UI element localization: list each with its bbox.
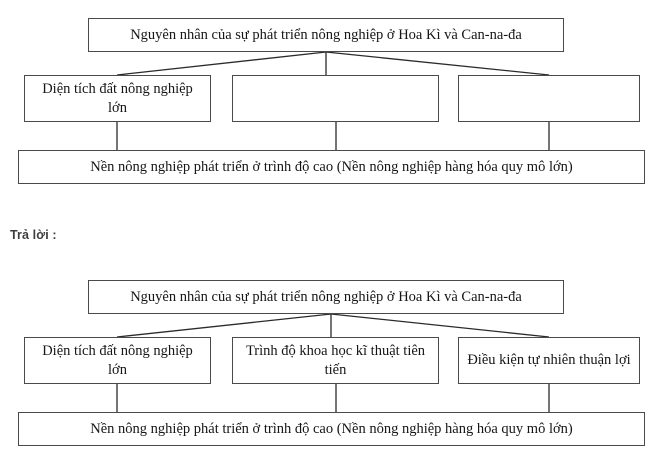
answer-label: Trả lời :	[10, 228, 57, 242]
exercise-diagram: Nguyên nhân của sự phát triển nông nghiệ…	[0, 0, 661, 200]
answer-title-box: Nguyên nhân của sự phát triển nông nghiệ…	[88, 280, 564, 314]
answer-diagram: Nguyên nhân của sự phát triển nông nghiệ…	[0, 262, 661, 462]
answer-cause-box-1: Diện tích đất nông nghiệp lớn	[24, 337, 211, 384]
exercise-title-box: Nguyên nhân của sự phát triển nông nghiệ…	[88, 18, 564, 52]
exercise-cause-box-3[interactable]	[458, 75, 640, 122]
answer-cause-box-2: Trình độ khoa học kĩ thuật tiên tiến	[232, 337, 439, 384]
answer-cause-box-3: Điều kiện tự nhiên thuận lợi	[458, 337, 640, 384]
answer-summary-box: Nền nông nghiệp phát triển ở trình độ ca…	[18, 412, 645, 446]
exercise-summary-box: Nền nông nghiệp phát triển ở trình độ ca…	[18, 150, 645, 184]
exercise-cause-box-2[interactable]	[232, 75, 439, 122]
exercise-cause-box-1: Diện tích đất nông nghiệp lớn	[24, 75, 211, 122]
